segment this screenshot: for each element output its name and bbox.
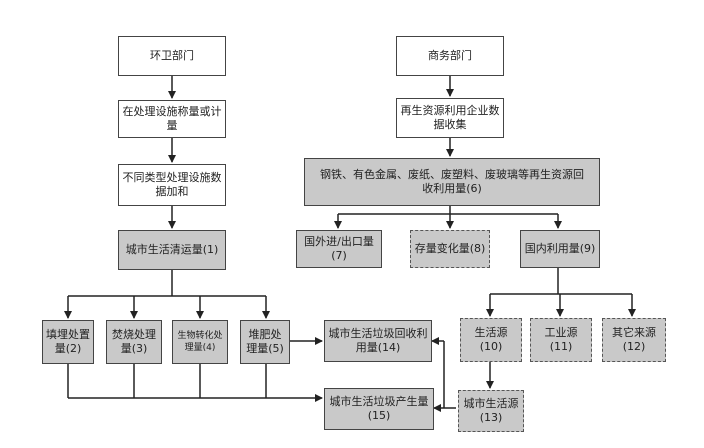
node-enterprise-data: 再生资源利用企业数据收集 xyxy=(396,98,504,138)
node-msw-recycling: 城市生活垃圾回收利用量(14) xyxy=(324,320,432,362)
node-domestic-source: 生活源(10) xyxy=(460,318,522,362)
node-other-source: 其它来源(12) xyxy=(602,318,666,362)
node-commerce-dept: 商务部门 xyxy=(396,36,504,76)
node-landfill: 填埋处置量(2) xyxy=(42,320,94,364)
node-bioconversion: 生物转化处理量(4) xyxy=(172,320,228,364)
node-urban-domestic-source: 城市生活源(13) xyxy=(458,390,524,432)
node-import-export: 国外进/出口量(7) xyxy=(296,230,382,268)
node-stock-change: 存量变化量(8) xyxy=(410,230,490,268)
node-incineration: 焚烧处理量(3) xyxy=(106,320,162,364)
node-industrial-source: 工业源(11) xyxy=(530,318,592,362)
node-msw-generation: 城市生活垃圾产生量(15) xyxy=(324,388,434,430)
node-facility-sum: 不同类型处理设施数据加和 xyxy=(118,164,226,206)
node-facility-weighing: 在处理设施称量或计量 xyxy=(118,100,226,138)
node-collection-volume: 城市生活清运量(1) xyxy=(118,230,226,270)
node-composting: 堆肥处理量(5) xyxy=(240,320,290,364)
node-domestic-use: 国内利用量(9) xyxy=(520,230,600,268)
node-sanitation-dept: 环卫部门 xyxy=(118,36,226,76)
node-recycled-resources: 钢铁、有色金属、废纸、废塑料、废玻璃等再生资源回收利用量(6) xyxy=(304,158,600,206)
